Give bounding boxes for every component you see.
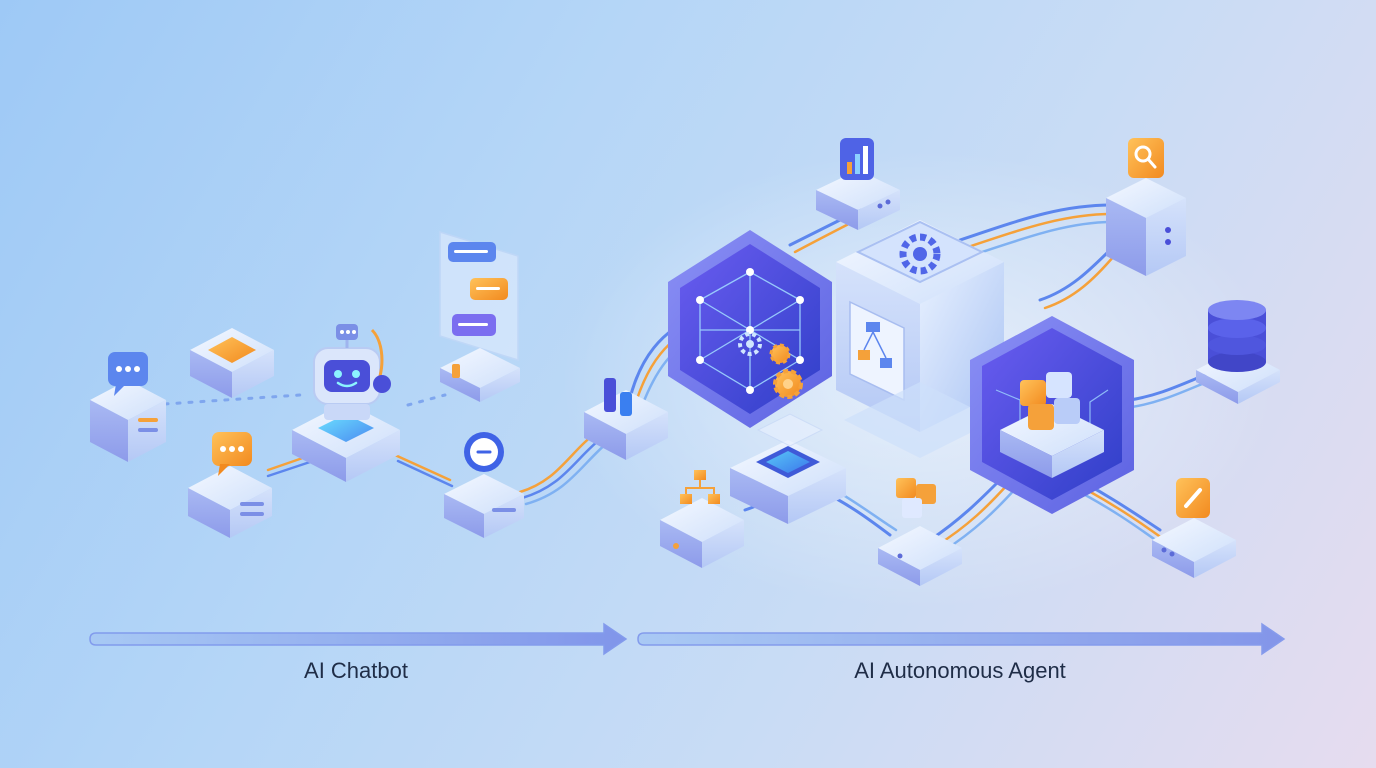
display-tile	[190, 328, 274, 398]
central-processor-node	[836, 220, 1004, 458]
puzzle-icon	[896, 478, 936, 518]
agent-arrow	[637, 622, 1286, 656]
puzzle-node-bottom	[878, 478, 962, 586]
bar-chart-icon	[840, 138, 874, 180]
magnifier-icon	[1128, 138, 1164, 178]
gear-icon	[769, 343, 803, 399]
dial-node	[444, 432, 524, 538]
gear-icon	[899, 233, 941, 275]
chat-node-bottom	[188, 432, 272, 538]
chat-node-left	[90, 352, 166, 462]
problem-solving-node	[970, 316, 1134, 514]
chat-bubble-icon	[108, 352, 148, 396]
chatbot-connections	[163, 393, 610, 506]
search-node	[1106, 138, 1186, 276]
database-node	[1196, 300, 1280, 404]
chip-node	[730, 413, 846, 524]
message-panel-node	[439, 230, 520, 402]
pencil-icon	[1176, 478, 1210, 518]
headset-icon	[370, 328, 391, 393]
robot-icon	[313, 324, 381, 420]
analytics-node	[816, 138, 900, 230]
chatbot-arrow	[89, 622, 628, 656]
stage-label-autonomous-agent: AI Autonomous Agent	[854, 658, 1066, 683]
database-icon	[1208, 300, 1266, 372]
chat-bubble-icon	[212, 432, 252, 476]
stage-label-chatbot: AI Chatbot	[304, 658, 408, 683]
neural-network-node	[668, 230, 832, 428]
edit-node	[1152, 478, 1236, 578]
chatbot-robot-node	[292, 324, 400, 482]
server-hub-node	[584, 378, 668, 460]
hierarchy-node	[660, 470, 744, 568]
flowchart-icon	[849, 300, 905, 402]
gear-icon	[738, 332, 762, 356]
flowchart-icon	[680, 470, 720, 504]
puzzle-icon	[1020, 372, 1080, 430]
